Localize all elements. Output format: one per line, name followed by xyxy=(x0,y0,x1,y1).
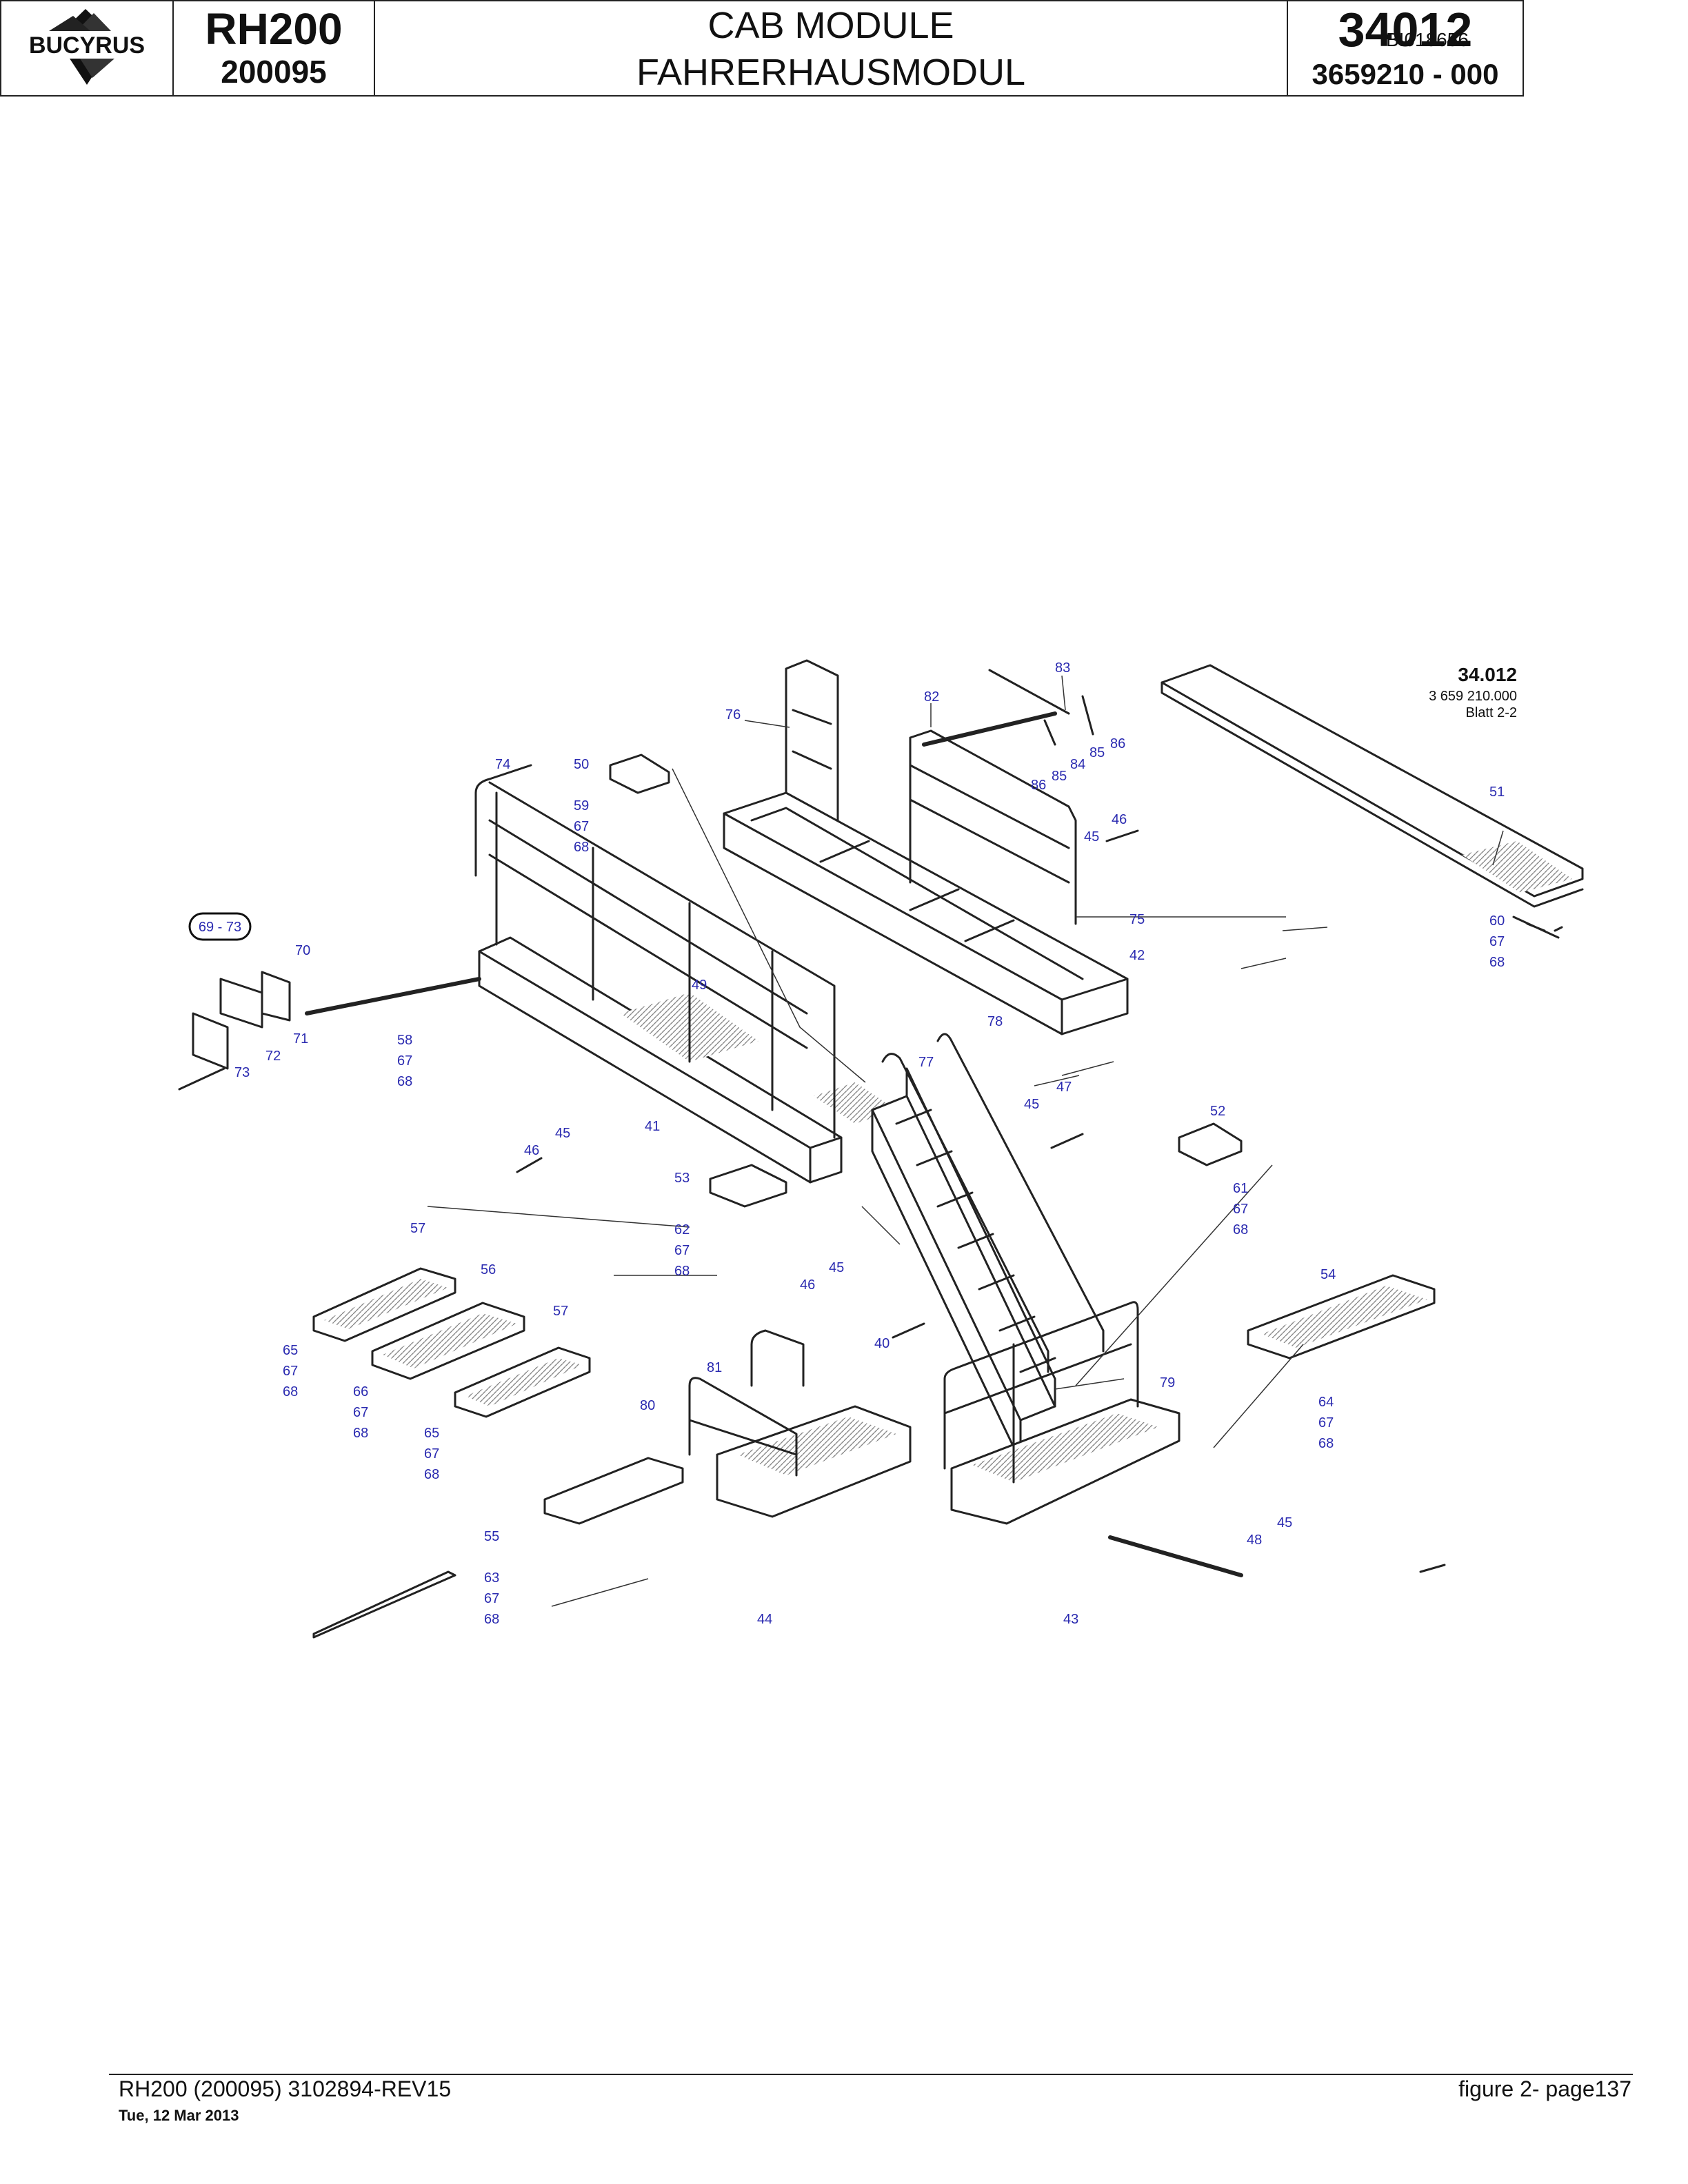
callout-label: 50 xyxy=(574,757,589,772)
exploded-parts-drawing: 83 82 76 86 85 84 85 86 74 50 59 67 68 4… xyxy=(178,659,1584,1639)
callout-label: 68 xyxy=(283,1384,298,1399)
callout-label: 67 xyxy=(1318,1415,1334,1430)
callout-label: 68 xyxy=(674,1264,690,1279)
logo-cell: BUCYRUS xyxy=(1,1,174,95)
callout-label: 49 xyxy=(692,978,707,993)
callout-label: 58 xyxy=(397,1033,412,1048)
footer-page-ref: figure 2- page137 xyxy=(1458,2076,1631,2101)
callout-label: 53 xyxy=(674,1171,690,1186)
callout-label: 67 xyxy=(674,1243,690,1258)
callout-label: 66 xyxy=(353,1384,368,1399)
callout-label: 51 xyxy=(1489,785,1505,800)
footer-divider xyxy=(109,2074,1633,2075)
callout-label: 44 xyxy=(757,1612,772,1627)
callout-label: 67 xyxy=(397,1053,412,1069)
callout-label: 64 xyxy=(1318,1395,1334,1410)
callout-label: 71 xyxy=(293,1031,308,1046)
callout-label: 74 xyxy=(495,757,510,772)
callout-label: 46 xyxy=(524,1143,539,1158)
code-cell: 34012 3659210 - 000 xyxy=(1288,1,1523,95)
callout-label: 62 xyxy=(674,1222,690,1237)
footer-date: Tue, 12 Mar 2013 xyxy=(119,2107,239,2124)
callout-label: 68 xyxy=(397,1074,412,1089)
callout-label: 67 xyxy=(484,1591,499,1606)
reference-code: 34.012 xyxy=(1458,664,1517,685)
callout-label: 78 xyxy=(987,1014,1003,1029)
callout-label: 67 xyxy=(283,1364,298,1379)
callout-label: 55 xyxy=(484,1529,499,1544)
callout-label: 72 xyxy=(265,1049,281,1064)
callout-label: 45 xyxy=(1277,1515,1292,1530)
callout-label: 68 xyxy=(424,1467,439,1482)
callout-label: 85 xyxy=(1089,745,1105,760)
title-english: CAB MODULE xyxy=(707,5,954,46)
callout-label: 46 xyxy=(1112,812,1127,827)
callout-label: 42 xyxy=(1129,948,1145,963)
callout-label: 81 xyxy=(707,1360,722,1375)
callout-label: 82 xyxy=(924,689,939,705)
callout-label: 61 xyxy=(1233,1181,1248,1196)
callout-label: 68 xyxy=(484,1612,499,1627)
callout-label: 76 xyxy=(725,707,741,722)
logo-text: BUCYRUS xyxy=(29,32,145,59)
callout-label: 67 xyxy=(1489,934,1505,949)
title-german: FAHRERHAUSMODUL xyxy=(636,52,1026,93)
range-callout-label: 69 - 73 xyxy=(199,920,241,935)
reference-sheet: Blatt 2-2 xyxy=(1466,705,1517,720)
callout-label: 79 xyxy=(1160,1375,1175,1391)
callout-label: 77 xyxy=(918,1055,934,1070)
callout-label: 70 xyxy=(295,943,310,958)
document-id: BI018656 xyxy=(1386,29,1469,50)
callout-label: 80 xyxy=(640,1398,655,1413)
callout-label: 68 xyxy=(1489,955,1505,970)
callout-label: 84 xyxy=(1070,757,1085,772)
callout-label: 40 xyxy=(874,1336,890,1351)
callout-label: 59 xyxy=(574,798,589,813)
part-number: 3659210 - 000 xyxy=(1312,58,1499,90)
callout-label: 45 xyxy=(829,1260,844,1275)
callout-label: 85 xyxy=(1052,769,1067,784)
callout-label: 45 xyxy=(1024,1097,1039,1112)
bucyrus-logo: BUCYRUS xyxy=(21,9,153,85)
callout-label: 45 xyxy=(1084,829,1099,845)
callout-label: 46 xyxy=(800,1277,815,1293)
callout-label: 68 xyxy=(574,840,589,855)
group-code: 34012 xyxy=(1338,3,1473,57)
callout-label: 60 xyxy=(1489,913,1505,929)
callout-label: 57 xyxy=(410,1221,425,1236)
footer-document-ref: RH200 (200095) 3102894-REV15 xyxy=(119,2076,452,2101)
callout-label: 52 xyxy=(1210,1104,1225,1119)
model-number: RH200 xyxy=(205,4,343,54)
reference-part: 3 659 210.000 xyxy=(1429,689,1517,704)
callout-label: 54 xyxy=(1320,1267,1336,1282)
callout-label: 56 xyxy=(481,1262,496,1277)
callout-label: 68 xyxy=(1233,1222,1248,1237)
callout-label: 48 xyxy=(1247,1533,1262,1548)
callout-label: 41 xyxy=(645,1119,660,1134)
serial-number: 200095 xyxy=(221,54,327,90)
callout-label: 75 xyxy=(1129,912,1145,927)
callout-label: 43 xyxy=(1063,1612,1078,1627)
callout-label: 47 xyxy=(1056,1080,1072,1095)
callout-label: 65 xyxy=(283,1343,298,1358)
callout-label: 68 xyxy=(353,1426,368,1441)
callout-label: 57 xyxy=(553,1304,568,1319)
callout-label: 68 xyxy=(1318,1436,1334,1451)
callout-label: 86 xyxy=(1031,778,1046,793)
title-block: BUCYRUS RH200 200095 CAB MODULE FAHRERHA… xyxy=(0,0,1524,97)
callout-label: 73 xyxy=(234,1065,250,1080)
callout-label: 86 xyxy=(1110,736,1125,751)
callout-label: 67 xyxy=(1233,1202,1248,1217)
callout-label: 67 xyxy=(353,1405,368,1420)
callout-label: 83 xyxy=(1055,660,1070,676)
callout-label: 67 xyxy=(424,1446,439,1462)
title-cell: CAB MODULE FAHRERHAUSMODUL xyxy=(375,1,1288,95)
callout-label: 65 xyxy=(424,1426,439,1441)
model-cell: RH200 200095 xyxy=(174,1,375,95)
callout-label: 45 xyxy=(555,1126,570,1141)
range-callout-box xyxy=(188,912,252,941)
callout-label: 67 xyxy=(574,819,589,834)
callout-label: 63 xyxy=(484,1570,499,1586)
